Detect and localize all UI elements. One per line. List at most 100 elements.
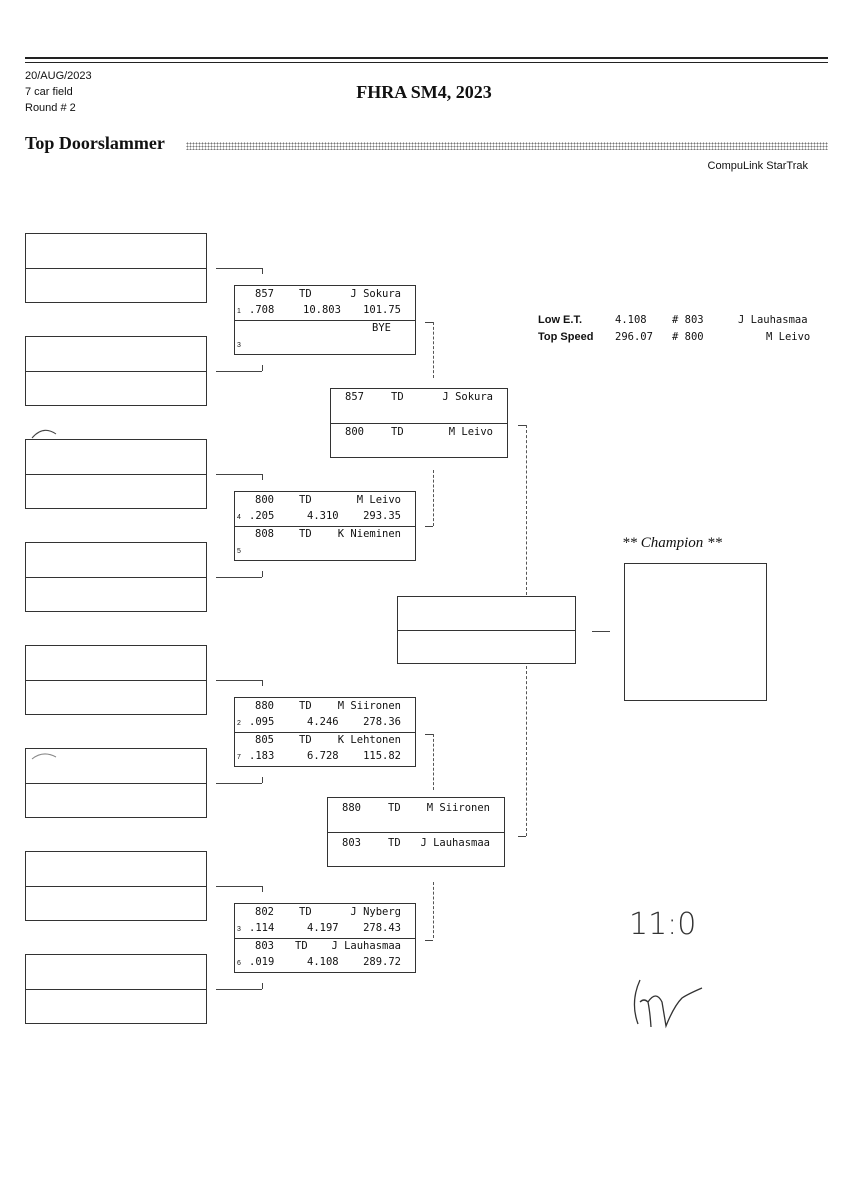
reaction-time: .095 bbox=[249, 716, 275, 728]
driver-name: K Nieminen bbox=[337, 528, 401, 540]
final-match bbox=[397, 596, 576, 664]
connector bbox=[262, 571, 263, 577]
speed: 101.75 bbox=[363, 304, 401, 316]
reaction-time: .114 bbox=[249, 922, 275, 934]
connector bbox=[433, 882, 434, 938]
class-code: TD bbox=[388, 837, 401, 849]
driver-name: M Leivo bbox=[448, 426, 493, 438]
car-number: 808 bbox=[255, 528, 274, 540]
driver-name: M Siironen bbox=[337, 700, 401, 712]
car-number: 857 bbox=[345, 391, 364, 403]
driver-name: M Leivo bbox=[356, 494, 401, 506]
lane-number: 3 bbox=[237, 342, 241, 349]
elapsed-time: 10.803 bbox=[303, 304, 341, 316]
class-code: TD bbox=[299, 906, 312, 918]
low-et-label: Low E.T. bbox=[538, 314, 582, 326]
speed: 278.43 bbox=[363, 922, 401, 934]
handwritten-time-text: 11:00 bbox=[629, 907, 695, 942]
car-number: 800 bbox=[255, 494, 274, 506]
class-code: TD bbox=[299, 734, 312, 746]
connector bbox=[216, 577, 262, 578]
connector bbox=[262, 268, 263, 274]
connector bbox=[518, 836, 526, 837]
car-number: 857 bbox=[255, 288, 274, 300]
low-et-car: # 803 bbox=[672, 314, 704, 326]
connector bbox=[425, 940, 433, 941]
round1-box-7 bbox=[25, 851, 207, 921]
class-code: TD bbox=[391, 391, 404, 403]
event-info: 20/AUG/2023 7 car field Round # 2 bbox=[25, 68, 92, 116]
reaction-time: .019 bbox=[249, 956, 275, 968]
driver-name: J Lauhasmaa bbox=[331, 940, 401, 952]
speed: 115.82 bbox=[363, 750, 401, 762]
field-size: 7 car field bbox=[25, 86, 73, 98]
driver-name: J Lauhasmaa bbox=[420, 837, 490, 849]
champion-label: ** Champion ** bbox=[622, 535, 723, 551]
speed: 278.36 bbox=[363, 716, 401, 728]
class-code: TD bbox=[299, 494, 312, 506]
connector bbox=[216, 783, 262, 784]
elapsed-time: 4.246 bbox=[307, 716, 339, 728]
page-title: FHRA SM4, 2023 bbox=[356, 82, 492, 102]
round1-box-8 bbox=[25, 954, 207, 1024]
connector bbox=[526, 666, 527, 836]
elapsed-time: 4.197 bbox=[307, 922, 339, 934]
connector bbox=[425, 734, 433, 735]
brand-label: CompuLink StarTrak bbox=[707, 160, 808, 172]
class-code: TD bbox=[295, 940, 308, 952]
connector bbox=[433, 734, 434, 790]
connector bbox=[433, 322, 434, 378]
round-number: Round # 2 bbox=[25, 102, 76, 114]
semifinal-match-1: 857 TD J Sokura 800 TD M Leivo bbox=[330, 388, 508, 458]
handwritten-time: 11:00 bbox=[629, 907, 695, 942]
reaction-time: .183 bbox=[249, 750, 275, 762]
top-speed-label: Top Speed bbox=[538, 331, 594, 343]
round2-match-1: 857 TD J Sokura 1 .708 10.803 101.75 BYE… bbox=[234, 285, 416, 355]
car-number: 803 bbox=[342, 837, 361, 849]
round1-box-3 bbox=[25, 439, 207, 509]
low-et-value: 4.108 bbox=[615, 314, 647, 326]
connector bbox=[425, 526, 433, 527]
top-speed-driver: M Leivo bbox=[766, 331, 811, 343]
class-code: TD bbox=[299, 700, 312, 712]
connector bbox=[592, 631, 610, 632]
car-number: 880 bbox=[342, 802, 361, 814]
class-code: TD bbox=[299, 528, 312, 540]
class-code: TD bbox=[388, 802, 401, 814]
round2-match-3: 880 TD M Siironen 2 .095 4.246 278.36 80… bbox=[234, 697, 416, 767]
connector bbox=[216, 989, 262, 990]
header-rule-thin bbox=[25, 62, 828, 63]
lane-number: 5 bbox=[237, 548, 241, 555]
round1-box-2 bbox=[25, 336, 207, 406]
lane-number: 3 bbox=[237, 926, 241, 933]
connector bbox=[262, 474, 263, 480]
round2-match-2: 800 TD M Leivo 4 .205 4.310 293.35 808 T… bbox=[234, 491, 416, 561]
reaction-time: .708 bbox=[249, 304, 275, 316]
handwritten-signature bbox=[633, 979, 703, 1029]
arc-mark-2 bbox=[31, 753, 57, 760]
lane-number: 2 bbox=[237, 720, 241, 727]
round1-box-4 bbox=[25, 542, 207, 612]
bye-label: BYE bbox=[372, 322, 391, 334]
champion-box bbox=[624, 563, 767, 701]
connector bbox=[262, 680, 263, 686]
connector bbox=[433, 470, 434, 526]
driver-name: J Sokura bbox=[442, 391, 493, 403]
connector bbox=[216, 680, 262, 681]
connector bbox=[216, 371, 262, 372]
round1-box-5 bbox=[25, 645, 207, 715]
speed: 289.72 bbox=[363, 956, 401, 968]
driver-name: M Siironen bbox=[426, 802, 490, 814]
round1-box-6 bbox=[25, 748, 207, 818]
top-speed-value: 296.07 bbox=[615, 331, 653, 343]
car-number: 805 bbox=[255, 734, 274, 746]
connector bbox=[216, 268, 262, 269]
top-speed-car: # 800 bbox=[672, 331, 704, 343]
header-rule-thick bbox=[25, 57, 828, 59]
driver-name: J Sokura bbox=[350, 288, 401, 300]
connector bbox=[425, 322, 433, 323]
connector bbox=[518, 425, 526, 426]
class-code: TD bbox=[299, 288, 312, 300]
speed: 293.35 bbox=[363, 510, 401, 522]
car-number: 802 bbox=[255, 906, 274, 918]
